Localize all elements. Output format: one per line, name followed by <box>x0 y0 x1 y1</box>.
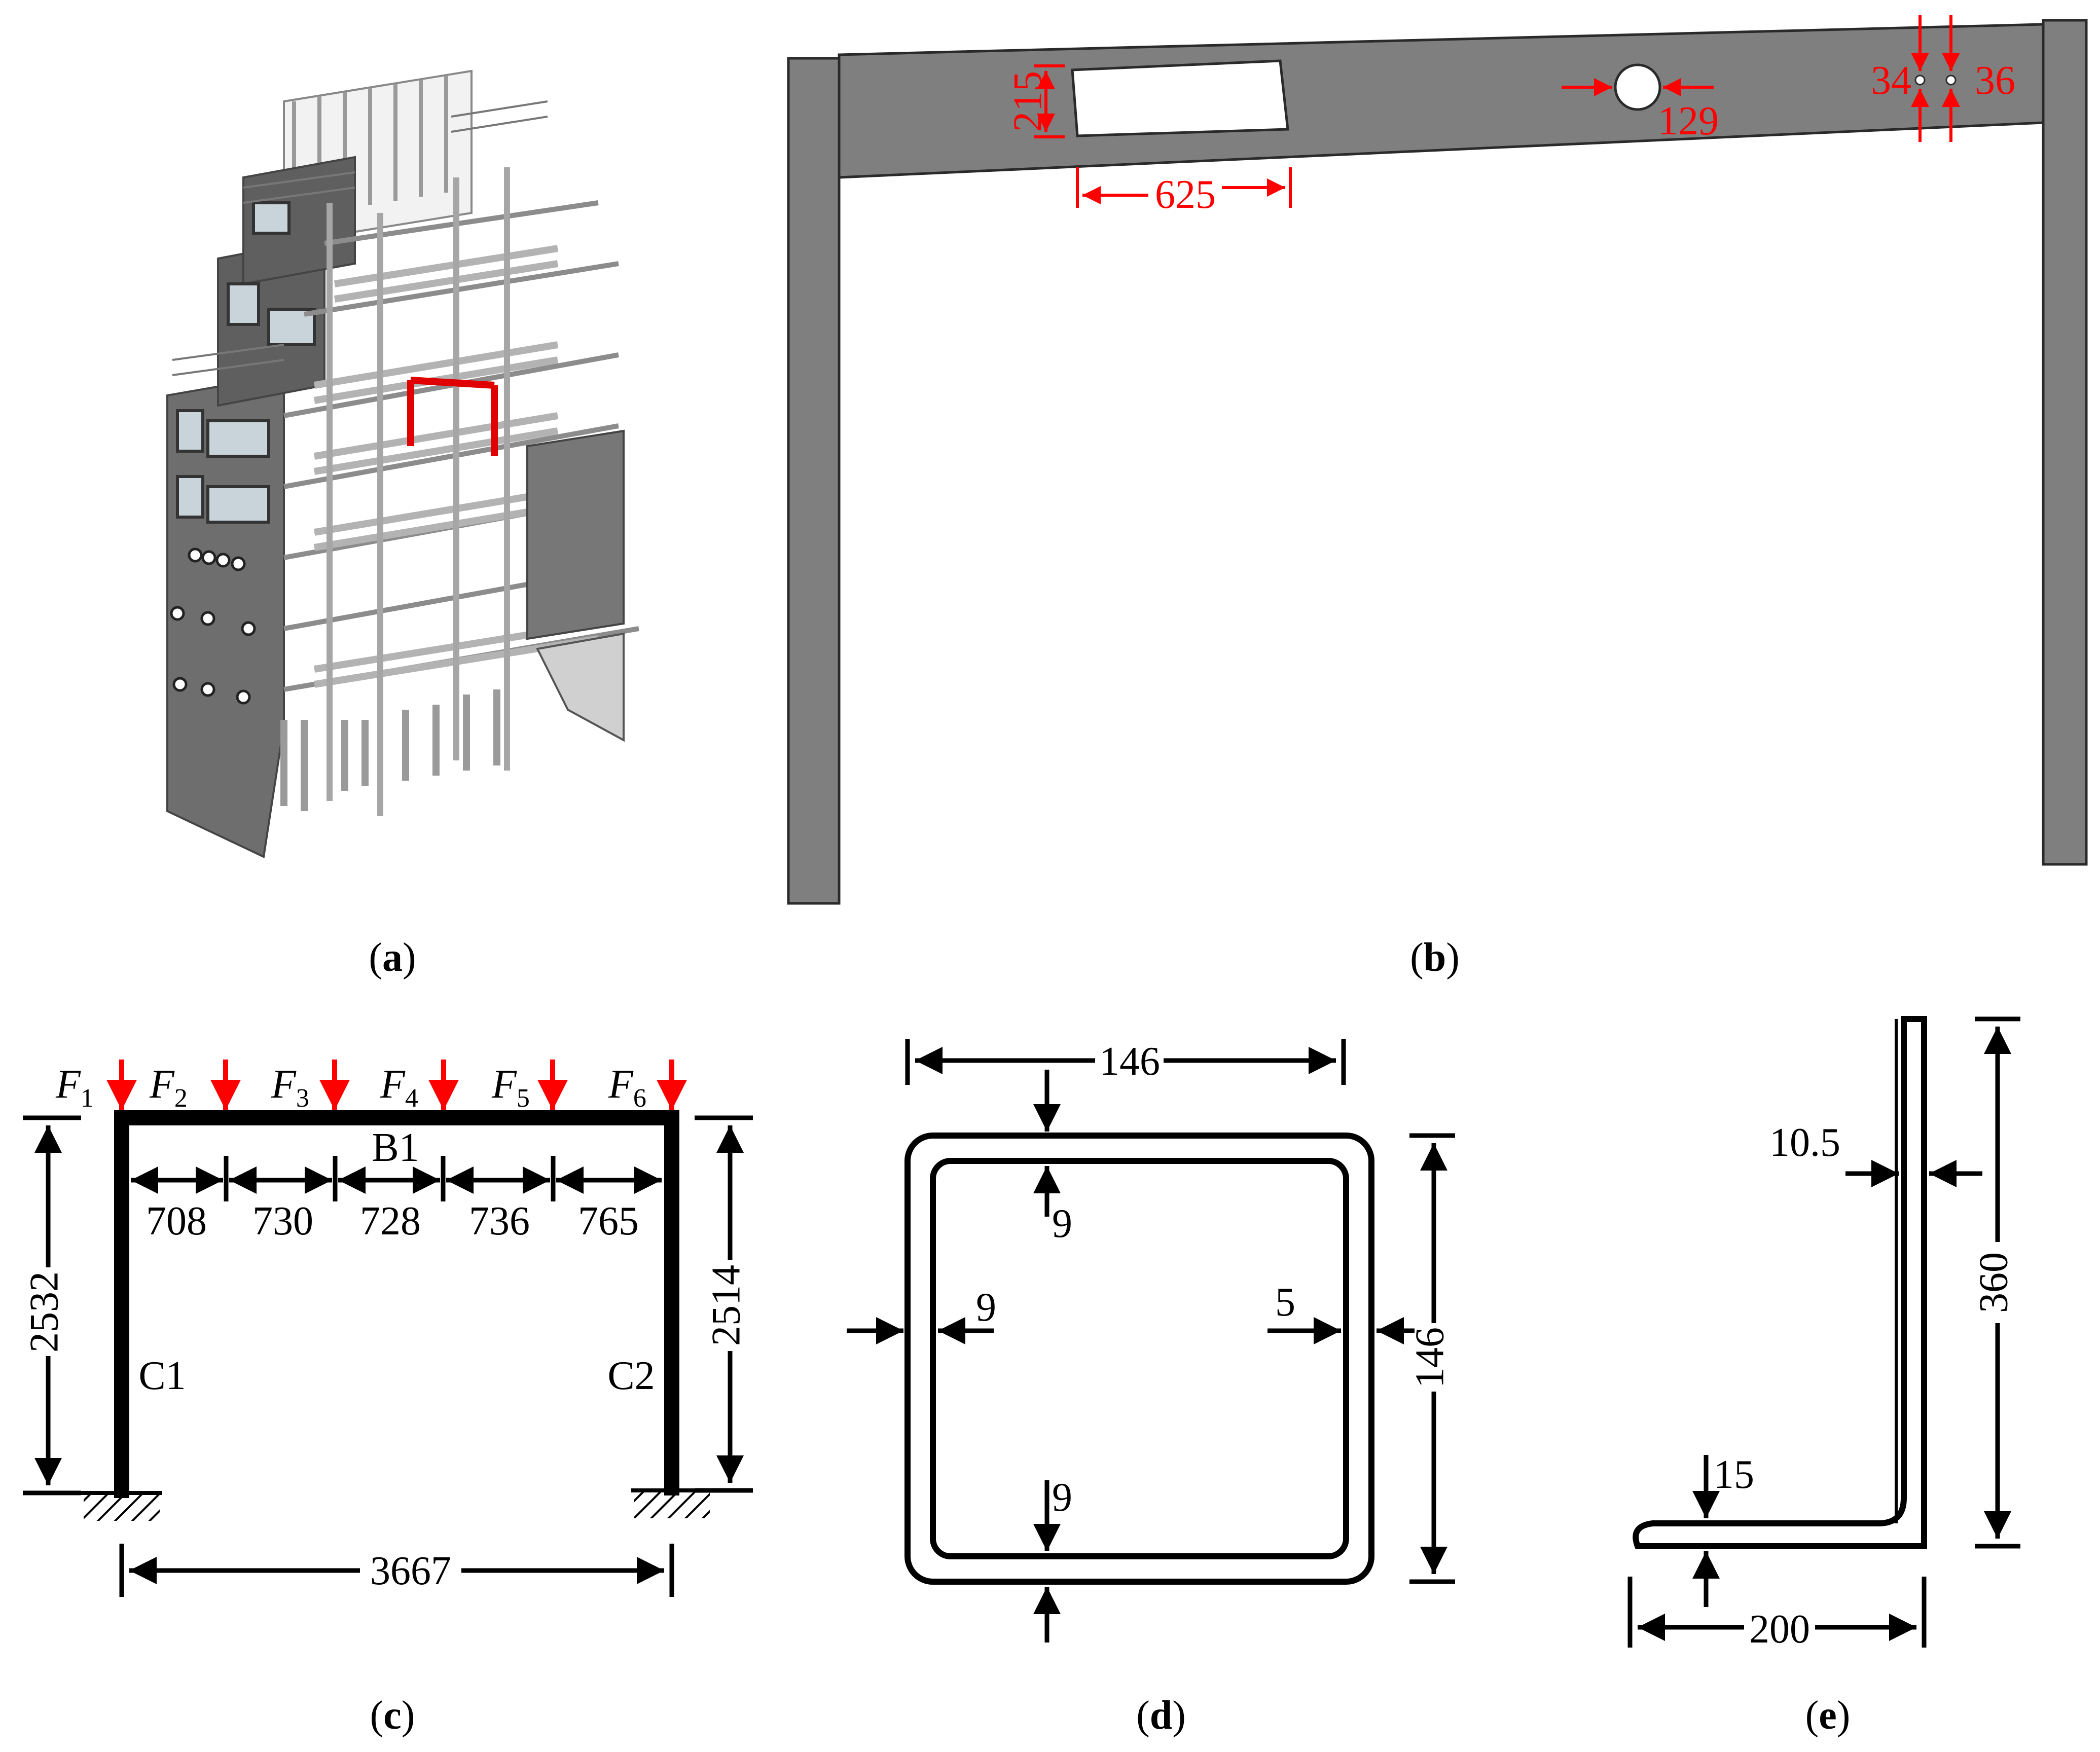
section-width-dim: 146 <box>1099 1039 1160 1084</box>
dim-circle-hole: 129 <box>1658 99 1719 143</box>
small-hole-left <box>1914 75 1926 86</box>
web-thickness-dim: 10.5 <box>1769 1120 1840 1165</box>
force-label-f5: F5 <box>491 1062 530 1113</box>
panel-a-3d-structure-model <box>166 69 639 858</box>
beam-label: B1 <box>372 1125 419 1170</box>
column-right-label: C2 <box>607 1354 655 1398</box>
circular-hole <box>1614 63 1661 111</box>
angle-outline <box>1633 1016 1927 1549</box>
section-height-dim: 146 <box>1407 1327 1452 1388</box>
span-dim-5: 765 <box>578 1199 639 1244</box>
top-thickness-dim: 9 <box>1052 1201 1072 1246</box>
section-inner <box>930 1158 1349 1559</box>
section-outer <box>904 1133 1374 1585</box>
height-dim-right: 2514 <box>704 1265 748 1346</box>
force-arrows <box>106 1060 687 1110</box>
panel-d-square-section: 146 146 9 9 5 9 <box>847 1039 1455 1642</box>
force-label-f6: F6 <box>608 1062 646 1113</box>
span-dim-3: 728 <box>360 1199 421 1244</box>
panel-b-frame-render: 215 625 129 34 36 <box>787 15 2088 905</box>
panel-c-frame-schematic: F1 F2 F3 F4 F5 F6 B1 C1 C2 708 730 728 7… <box>22 1060 753 1597</box>
dim-small-hole-right: 36 <box>1975 58 2015 103</box>
height-dim-left: 2532 <box>22 1271 66 1353</box>
rectangular-opening <box>1071 59 1289 137</box>
dim-opening-width: 625 <box>1155 172 1216 217</box>
support-left <box>84 1493 160 1521</box>
panel-e-angle-section: 360 10.5 15 200 <box>1627 1016 2020 1652</box>
caption-d: (d) <box>1136 1693 1186 1738</box>
caption-c: (c) <box>370 1693 415 1738</box>
caption-a: (a) <box>369 935 416 980</box>
force-label-f2: F2 <box>149 1062 188 1113</box>
force-label-f4: F4 <box>380 1062 418 1113</box>
span-dim-2: 730 <box>252 1199 313 1244</box>
caption-b: (b) <box>1410 935 1460 980</box>
dim-opening-height: 215 <box>1005 71 1050 132</box>
caption-e: (e) <box>1805 1693 1851 1738</box>
total-width-dim: 3667 <box>370 1549 451 1593</box>
span-dim-4: 736 <box>469 1199 530 1244</box>
force-label-f1: F1 <box>55 1062 94 1113</box>
angle-width-dim: 200 <box>1749 1607 1810 1652</box>
span-dim-1: 708 <box>146 1199 207 1244</box>
column-left-label: C1 <box>138 1354 186 1398</box>
force-label-f3: F3 <box>271 1062 309 1113</box>
small-hole-right <box>1945 75 1957 86</box>
angle-height-dim: 360 <box>1971 1252 2016 1313</box>
flange-thickness-dim: 15 <box>1714 1452 1754 1497</box>
support-right <box>634 1490 710 1518</box>
dim-small-hole-left: 34 <box>1871 58 1911 103</box>
bottom-thickness-dim: 9 <box>1052 1475 1072 1520</box>
highlighted-frame <box>407 377 498 456</box>
left-thickness-dim: 9 <box>976 1285 996 1330</box>
right-thickness-dim: 5 <box>1275 1280 1295 1325</box>
